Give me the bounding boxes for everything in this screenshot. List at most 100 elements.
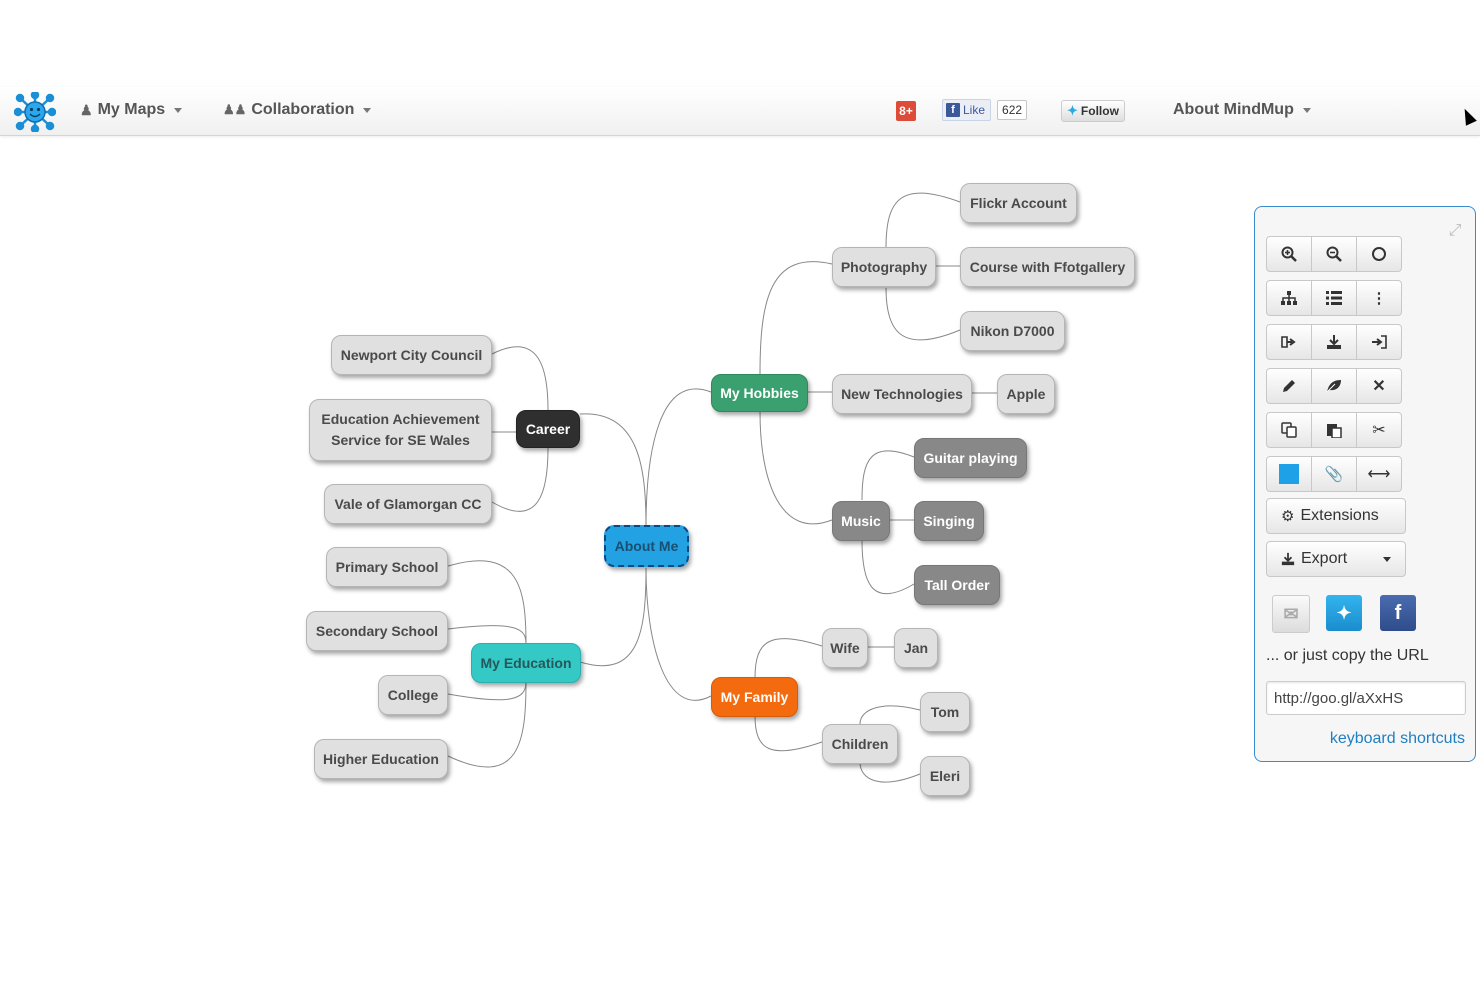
share-url-input[interactable] — [1266, 681, 1466, 715]
node-new-technologies[interactable]: New Technologies — [832, 374, 972, 414]
twitter-bird-icon: ✦ — [1067, 103, 1078, 118]
paste-button[interactable] — [1311, 412, 1357, 448]
node-career[interactable]: Career — [516, 410, 580, 448]
facebook-like-count: 622 — [997, 100, 1028, 120]
node-color-button[interactable] — [1266, 456, 1312, 492]
resize-button[interactable]: ⟷ — [1356, 456, 1402, 492]
mindmup-logo-icon[interactable] — [13, 90, 57, 134]
node-style-button[interactable] — [1311, 368, 1357, 404]
export-label: Export — [1301, 550, 1348, 567]
about-mindmup-menu[interactable]: About MindMup — [1173, 101, 1311, 119]
node-wife[interactable]: Wife — [822, 628, 868, 668]
download-button[interactable] — [1311, 324, 1357, 360]
add-sibling-button[interactable] — [1311, 280, 1357, 316]
facebook-icon: f — [1394, 601, 1402, 624]
chevron-down-icon — [1302, 107, 1311, 113]
file-toolbar — [1266, 324, 1402, 360]
connector-root-family — [645, 567, 712, 701]
node-vale-of-glamorgan[interactable]: Vale of Glamorgan CC — [324, 484, 492, 524]
reset-view-button[interactable] — [1356, 236, 1402, 272]
connector-hobbies-photography — [759, 261, 833, 375]
node-apple[interactable]: Apple — [997, 374, 1055, 414]
google-plus-icon: 8+ — [899, 104, 913, 118]
connector-edu-primary — [447, 560, 527, 645]
sitemap-icon — [1281, 291, 1297, 305]
cut-button[interactable]: ✂ — [1356, 412, 1402, 448]
group-icon: ♟♟ — [223, 102, 247, 117]
add-child-button[interactable] — [1266, 280, 1312, 316]
node-college[interactable]: College — [378, 675, 448, 715]
envelope-icon: ✉ — [1283, 603, 1299, 624]
zoom-out-button[interactable] — [1311, 236, 1357, 272]
circle-icon — [1372, 247, 1386, 261]
connector-family-wife — [754, 638, 823, 679]
node-guitar-playing[interactable]: Guitar playing — [914, 438, 1027, 478]
zoom-in-button[interactable] — [1266, 236, 1312, 272]
connector-music-guitar — [861, 450, 915, 501]
facebook-like-button[interactable]: f Like — [942, 99, 992, 121]
chevron-down-icon — [1383, 557, 1391, 562]
share-facebook-button[interactable]: f — [1380, 595, 1416, 631]
node-music[interactable]: Music — [832, 501, 890, 541]
my-maps-menu[interactable]: ♟ My Maps — [80, 101, 183, 119]
google-plus-button[interactable]: 8+ — [896, 101, 916, 121]
node-toolbar: ⋮ — [1266, 280, 1402, 316]
node-tom[interactable]: Tom — [920, 692, 970, 732]
zoom-out-icon — [1326, 246, 1342, 262]
copy-button[interactable] — [1266, 412, 1312, 448]
export-button[interactable]: Export — [1266, 541, 1406, 577]
attachment-button[interactable]: 📎 — [1311, 456, 1357, 492]
twitter-follow-label: Follow — [1080, 104, 1119, 118]
download-icon — [1281, 552, 1295, 566]
share-email-button[interactable]: ✉ — [1272, 595, 1310, 633]
edit-node-button[interactable] — [1266, 368, 1312, 404]
connector-career-newport — [491, 346, 549, 411]
color-swatch — [1279, 464, 1299, 484]
share-twitter-button[interactable]: ✦ — [1326, 595, 1362, 631]
node-education-achievement-service[interactable]: Education Achievement Service for SE Wal… — [309, 399, 492, 461]
node-jan[interactable]: Jan — [894, 628, 938, 668]
import-button[interactable] — [1356, 324, 1402, 360]
extensions-label: Extensions — [1300, 507, 1379, 524]
node-course-with-ffotgallery[interactable]: Course with Ffotgallery — [960, 247, 1135, 287]
top-navbar: ♟ My Maps ♟♟ Collaboration 8+ f Like 622… — [0, 87, 1480, 136]
sign-in-icon — [1372, 335, 1387, 349]
connector-career-vale — [491, 447, 549, 512]
connector-root-education — [579, 567, 647, 667]
list-icon — [1326, 291, 1342, 305]
share-button[interactable] — [1266, 324, 1312, 360]
horizontal-arrows-icon: ⟷ — [1367, 466, 1391, 483]
node-singing[interactable]: Singing — [914, 501, 984, 541]
gears-icon: ⚙ — [1281, 508, 1295, 525]
paperclip-icon: 📎 — [1324, 466, 1344, 483]
misc-toolbar: 📎 ⟷ — [1266, 456, 1402, 492]
node-secondary-school[interactable]: Secondary School — [306, 611, 448, 651]
node-children[interactable]: Children — [822, 724, 898, 764]
node-photography[interactable]: Photography — [832, 247, 936, 287]
node-my-education[interactable]: My Education — [471, 643, 581, 683]
collapse-panel-icon[interactable]: ⤢ — [1448, 222, 1462, 239]
node-nikon-d7000[interactable]: Nikon D7000 — [960, 311, 1065, 351]
node-flickr-account[interactable]: Flickr Account — [960, 183, 1077, 223]
node-newport-city-council[interactable]: Newport City Council — [331, 335, 492, 375]
node-my-family[interactable]: My Family — [711, 677, 798, 717]
node-higher-education[interactable]: Higher Education — [314, 739, 448, 779]
node-root[interactable]: About Me — [604, 525, 689, 567]
keyboard-shortcuts-link[interactable]: keyboard shortcuts — [1329, 730, 1465, 747]
collaboration-menu[interactable]: ♟♟ Collaboration — [223, 101, 372, 119]
delete-node-button[interactable]: ✕ — [1356, 368, 1402, 404]
my-maps-label: My Maps — [97, 101, 166, 118]
node-eleri[interactable]: Eleri — [920, 756, 970, 796]
extensions-button[interactable]: ⚙ Extensions — [1266, 498, 1406, 534]
node-tall-order[interactable]: Tall Order — [914, 565, 1000, 605]
connector-root-career — [579, 413, 647, 528]
node-primary-school[interactable]: Primary School — [326, 547, 448, 587]
edit-toolbar: ✕ — [1266, 368, 1402, 404]
leaf-icon — [1326, 380, 1341, 393]
scissors-icon: ✂ — [1372, 422, 1386, 439]
connector-hobbies-music — [759, 411, 833, 525]
more-options-button[interactable]: ⋮ — [1356, 280, 1402, 316]
twitter-follow-button[interactable]: ✦ Follow — [1061, 100, 1125, 122]
close-icon: ✕ — [1372, 378, 1386, 395]
node-my-hobbies[interactable]: My Hobbies — [711, 374, 808, 412]
